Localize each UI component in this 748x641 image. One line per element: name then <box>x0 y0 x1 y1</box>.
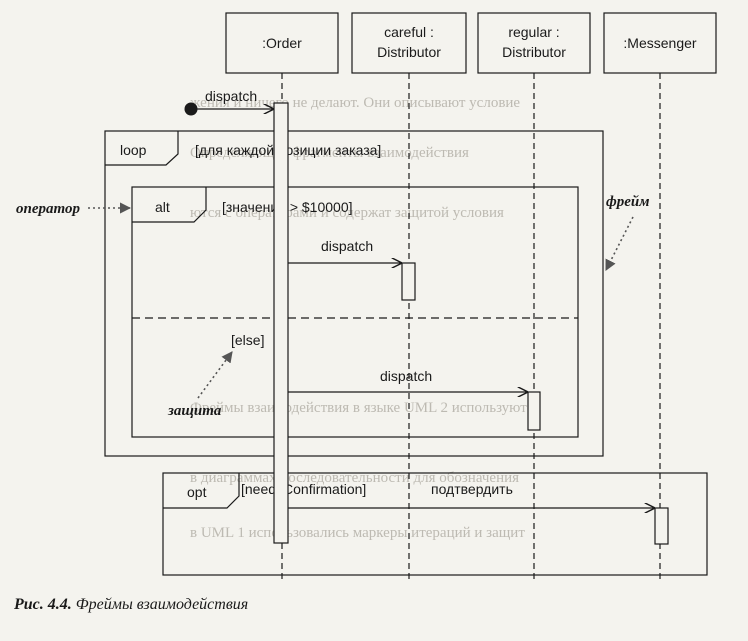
alt-guard-2: [else] <box>231 332 264 348</box>
activation-messenger <box>654 507 669 545</box>
participant-careful-distributor: careful : Distributor <box>351 12 467 74</box>
activation-order <box>273 102 289 544</box>
found-message-dot <box>184 102 198 116</box>
activation-regular <box>527 391 541 431</box>
participant-careful-label-2: Distributor <box>377 44 441 60</box>
figure-caption: Рис. 4.4. Фреймы взаимодействия <box>14 596 248 614</box>
participant-messenger-label: :Messenger <box>623 35 696 51</box>
opt-frame: opt [needsConfirmation] <box>162 472 708 576</box>
frame-pointer <box>605 216 634 271</box>
figure-caption-number: Рис. 4.4. <box>14 596 72 613</box>
participant-regular-distributor: regular : Distributor <box>477 12 591 74</box>
activation-careful <box>401 262 416 301</box>
operator-annotation-label: оператор <box>16 201 80 217</box>
frame-annotation: фрейм <box>605 194 650 271</box>
confirm-message: подтвердить <box>288 481 654 508</box>
opt-operator: opt <box>187 484 207 500</box>
participant-regular-label-1: regular : <box>508 24 559 40</box>
dispatch-careful-message: dispatch <box>288 238 401 263</box>
participant-messenger: :Messenger <box>603 12 717 74</box>
alt-operator: alt <box>155 199 170 215</box>
confirm-label: подтвердить <box>431 481 513 497</box>
guard-annotation-label: защита <box>167 403 222 419</box>
dispatch-careful-label: dispatch <box>321 238 373 254</box>
loop-operator: loop <box>120 142 147 158</box>
participant-order-label: :Order <box>262 35 302 51</box>
found-message-label: dispatch <box>205 88 257 104</box>
alt-frame: alt [значение > $10000] [else] <box>131 186 579 438</box>
operator-annotation: оператор <box>16 201 132 217</box>
opt-guard: [needsConfirmation] <box>241 481 366 497</box>
participant-regular-label-2: Distributor <box>502 44 566 60</box>
guard-annotation: защита <box>167 351 233 419</box>
found-message: dispatch <box>184 88 274 116</box>
dispatch-regular-label: dispatch <box>380 368 432 384</box>
frame-annotation-label: фрейм <box>606 194 650 210</box>
participant-careful-label-1: careful : <box>384 24 434 40</box>
figure-caption-text: Фреймы взаимодействия <box>75 596 249 613</box>
participant-order: :Order <box>225 12 339 74</box>
dispatch-regular-message: dispatch <box>288 368 527 392</box>
guard-pointer <box>197 351 233 399</box>
